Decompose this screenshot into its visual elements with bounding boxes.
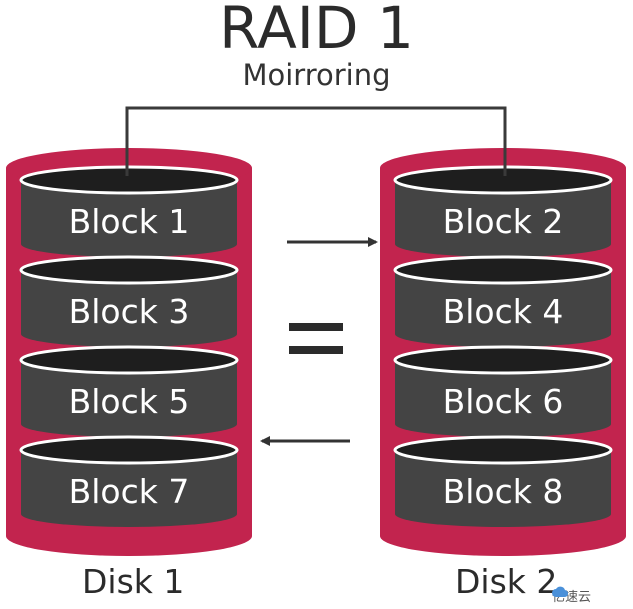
disk-2-platter-2: [393, 255, 613, 347]
disk-2-block-label: Block 4: [442, 292, 564, 331]
disk-1-block-label: Block 5: [68, 382, 190, 421]
watermark: 亿速云: [552, 586, 591, 605]
disk-2-label: Disk 2: [455, 562, 558, 601]
disk-1-block-label: Block 3: [68, 292, 190, 331]
diagram-subtitle: Moirroring: [242, 58, 391, 92]
disk-2-block-label: Block 6: [442, 382, 564, 421]
disk-1-platter-3: [19, 345, 239, 437]
mirror-connector-line: [125, 106, 507, 176]
disk-1-label: Disk 1: [82, 562, 185, 601]
disk-1-platter-4: [19, 435, 239, 527]
disk-1-platter-1: [19, 165, 239, 257]
disk-1-platter-2: [19, 255, 239, 347]
disk-2-platter-1: [393, 165, 613, 257]
cloud-icon: [552, 586, 568, 598]
diagram-title: RAID 1: [219, 0, 414, 62]
disk-2-block-label: Block 2: [442, 202, 564, 241]
disk-1-block-label: Block 1: [68, 202, 190, 241]
disk-2-platter-4: [393, 435, 613, 527]
equals-sign: [289, 323, 343, 354]
disk-2-block-label: Block 8: [442, 472, 564, 511]
disk-1-block-label: Block 7: [68, 472, 190, 511]
disk-2-platter-3: [393, 345, 613, 437]
